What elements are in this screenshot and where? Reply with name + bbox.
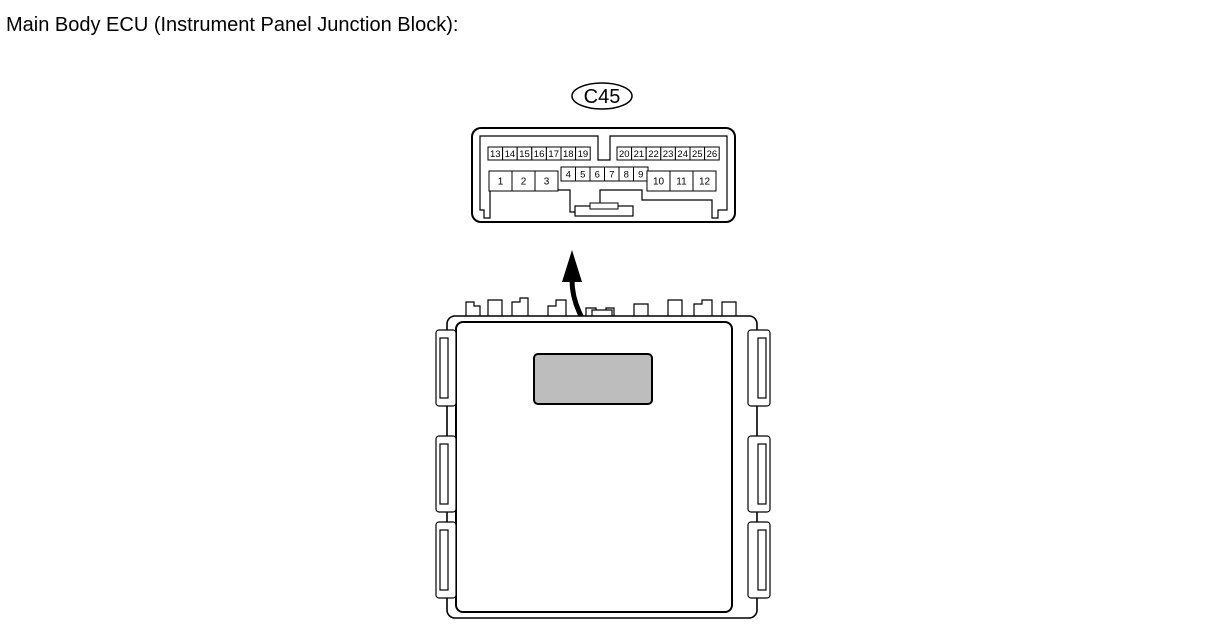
pin-14: 14 [502,146,518,161]
pin-label: 13 [490,149,501,160]
connector-location-highlight [533,353,653,405]
pin-13: 13 [487,146,504,161]
pin-label: 15 [519,149,530,160]
pin-label: 2 [521,177,527,188]
pin-26: 26 [704,146,720,161]
pin-17: 17 [545,146,562,161]
pin-label: 16 [534,149,545,160]
pin-label: 21 [634,149,645,160]
pin-24: 24 [674,146,691,161]
pin-label: 24 [677,149,688,160]
connector-callout: C45 [571,82,633,110]
pin-label: 19 [578,149,589,160]
pin-15: 15 [516,146,533,161]
connector-id-label: C45 [584,86,621,108]
pin-cell [692,170,717,192]
pin-cell [704,146,720,161]
pin-label: 11 [676,177,687,188]
pin-label: 10 [653,177,665,188]
pin-label: 23 [663,149,674,160]
pin-label: 3 [544,177,550,188]
pin-12: 12 [692,170,717,192]
diagram-title: Main Body ECU (Instrument Panel Junction… [6,14,459,36]
pin-23: 23 [660,146,676,161]
pin-label: 25 [692,149,703,160]
pin-10: 10 [646,170,671,192]
arrow-head [562,250,582,282]
pin-4: 4 [560,166,576,182]
pin-label: 7 [609,169,614,180]
connector-latch-tab [589,202,619,210]
pin-label: 8 [624,169,629,180]
pin-cell [575,146,591,161]
ecu-body [435,297,771,619]
connector-id-ellipse [571,82,633,110]
pin-1: 1 [488,170,513,192]
pin-11: 11 [669,170,694,192]
pin-16: 16 [531,146,547,161]
pin-label: 26 [707,149,718,160]
ecu-left-modules [435,329,457,599]
pin-label: 20 [619,149,630,160]
pin-label: 1 [498,177,504,188]
pin-label: 6 [595,169,600,180]
pin-label: 22 [648,149,659,160]
pin-9: 9 [633,166,649,182]
pin-label: 5 [580,169,585,180]
pin-cell [534,170,559,192]
pin-label: 17 [548,149,559,160]
pin-2: 2 [511,170,536,192]
pin-label: 9 [638,169,643,180]
connector-inner-outline [479,135,728,219]
pin-label: 18 [563,149,574,160]
pin-row-bottom-right: 10 11 12 [646,170,717,192]
pin-row-bottom-left: 1 2 3 [488,170,559,192]
pin-19: 19 [575,146,591,161]
pin-22: 22 [645,146,662,161]
pin-8: 8 [618,166,634,182]
pin-21: 21 [631,146,647,161]
pin-25: 25 [689,146,706,161]
pin-7: 7 [604,166,620,182]
pin-20: 20 [616,146,633,161]
pin-5: 5 [575,166,591,182]
pin-6: 6 [589,166,605,182]
pin-label: 14 [505,149,516,160]
pin-18: 18 [560,146,577,161]
ecu-right-modules [747,329,771,599]
pin-label: 12 [699,177,711,188]
pin-label: 4 [566,169,571,180]
pin-3: 3 [534,170,559,192]
